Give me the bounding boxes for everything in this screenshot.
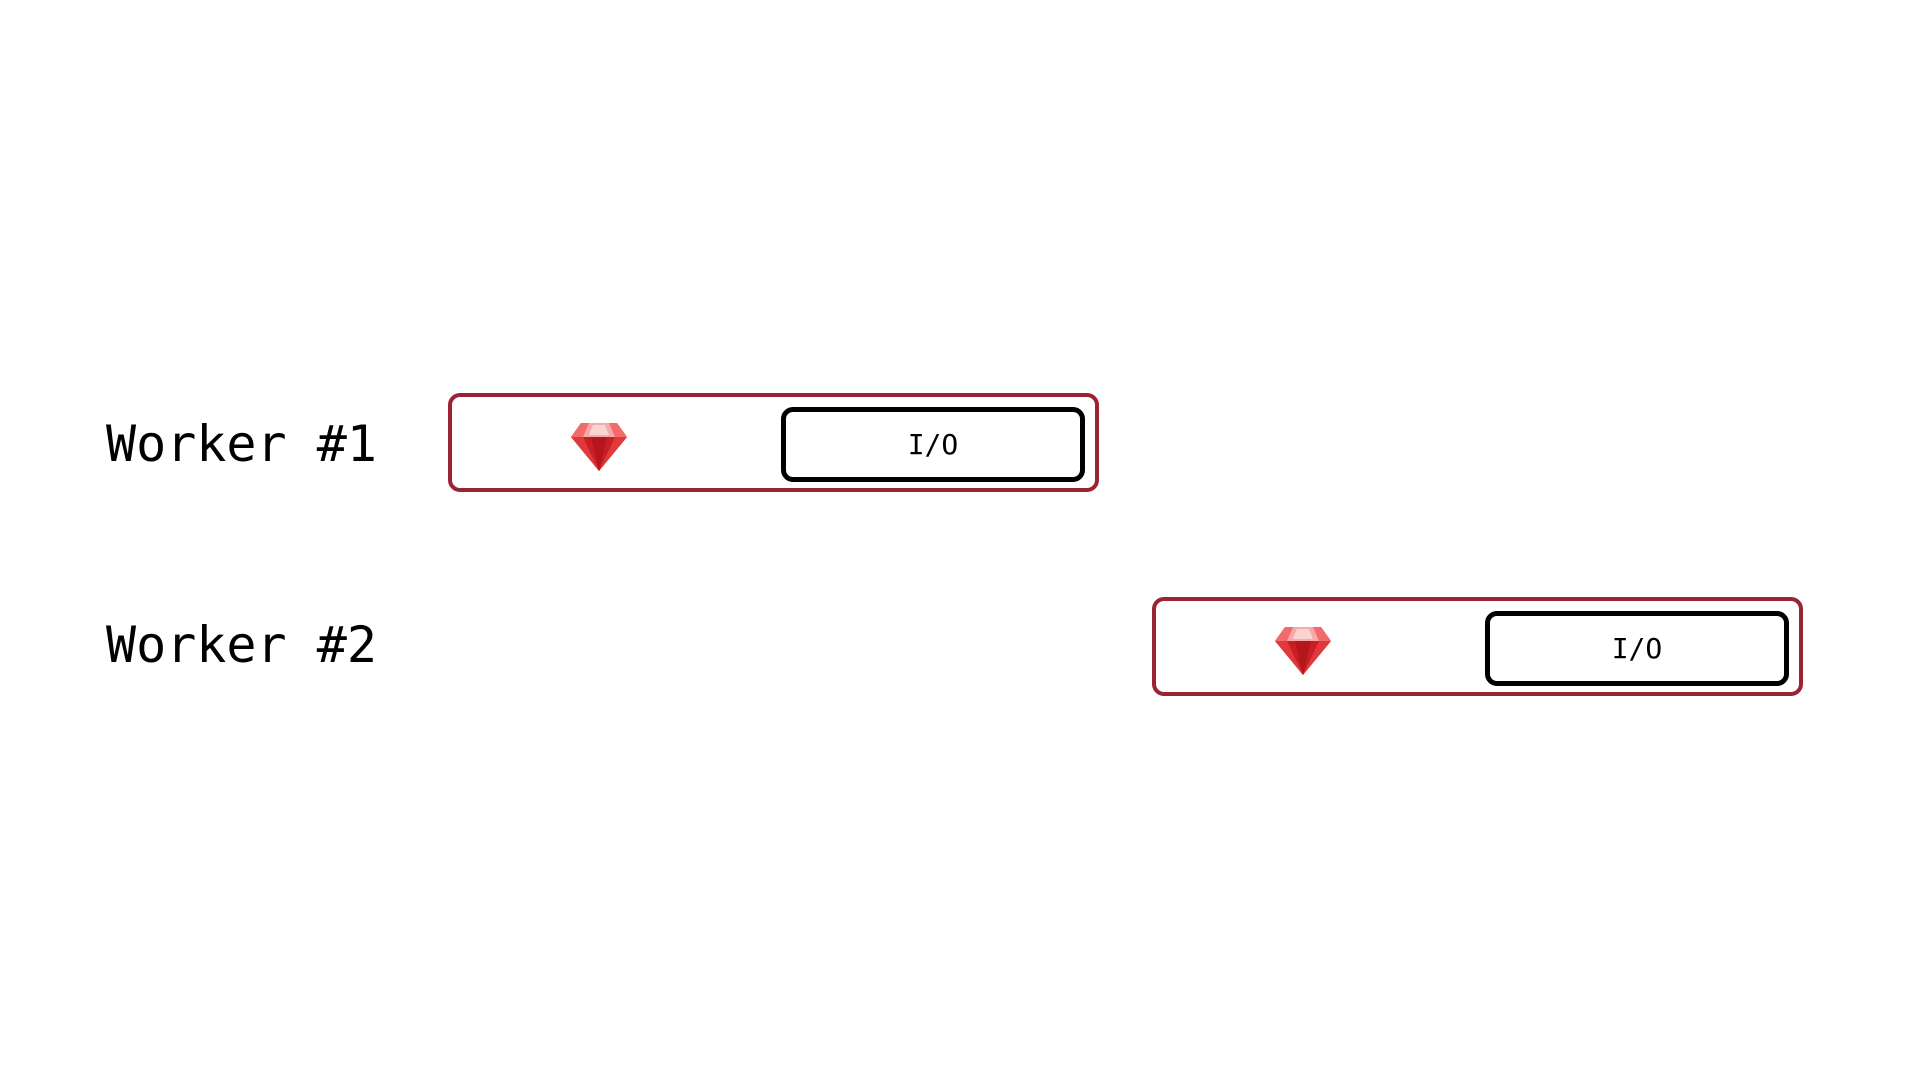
worker-2-task-block: I/O [1152, 597, 1803, 696]
worker-1-task-block: I/O [448, 393, 1099, 492]
worker-1-label: Worker #1 [106, 415, 377, 473]
io-block: I/O [781, 407, 1085, 482]
io-block: I/O [1485, 611, 1789, 686]
io-label: I/O [1611, 631, 1663, 665]
io-label: I/O [907, 427, 959, 461]
ruby-gem-icon [571, 423, 627, 471]
worker-2-label: Worker #2 [106, 616, 377, 674]
ruby-gem-icon [1275, 627, 1331, 675]
